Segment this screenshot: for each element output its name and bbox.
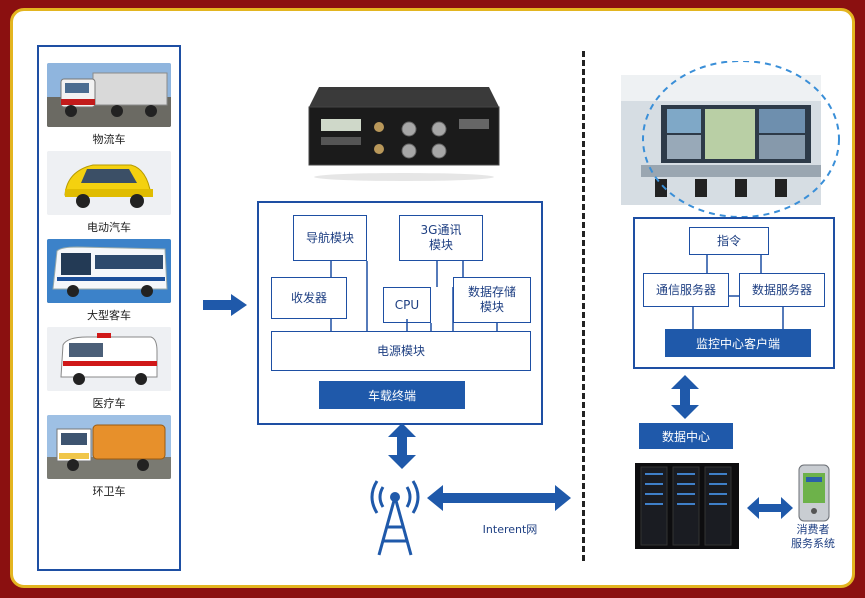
right-arrow-icon: [203, 294, 247, 316]
consumer-service-label: 消费者 服务系统: [773, 523, 852, 551]
double-arrow-horizontal-icon: [427, 485, 571, 511]
sanitation-truck-photo: [47, 415, 171, 479]
vehicle-panel: 物流车 电动汽车: [37, 45, 181, 571]
consumer-label-line1: 消费者: [796, 523, 830, 536]
vehicle-terminal-title: 车载终端: [319, 381, 465, 409]
vehicle-label-medical: 医疗车: [92, 397, 126, 410]
double-arrow-vertical-icon-2: [671, 375, 699, 419]
smartphone-icon: [798, 464, 830, 522]
double-arrow-vertical-icon: [388, 423, 416, 469]
data-center-label: 数据中心: [639, 423, 733, 449]
electric-car-photo: [47, 151, 171, 215]
power-module: 电源模块: [271, 331, 531, 371]
vehicle-label-bus: 大型客车: [87, 309, 131, 322]
vehicle-terminal-device: [299, 67, 509, 185]
vehicle-label-logistics: 物流车: [92, 133, 126, 146]
diagram-canvas: 物流车 电动汽车: [10, 8, 855, 588]
server-rack-photo: [635, 463, 739, 549]
coach-bus-photo: [47, 239, 171, 303]
command-module: 指令: [689, 227, 769, 255]
data-storage-module: 数据存储 模块: [453, 277, 531, 323]
vehicle-label-sanitation: 环卫车: [92, 485, 126, 498]
transceiver-module: 收发器: [271, 277, 347, 319]
internet-label: Interent网: [482, 523, 538, 536]
monitor-connectors: [692, 255, 784, 329]
cpu-module: CPU: [383, 287, 431, 323]
terminal-connectors: [330, 261, 498, 331]
data-server: 数据服务器: [739, 273, 825, 307]
3g-comm-module: 3G通讯 模块: [399, 215, 483, 261]
ambulance-photo: [47, 327, 171, 391]
antenna-tower-icon: [370, 480, 420, 556]
double-arrow-horizontal-icon-2: [747, 497, 793, 519]
monitoring-client-title: 监控中心客户端: [665, 329, 811, 357]
vehicle-label-ev: 电动汽车: [87, 221, 131, 234]
comm-server: 通信服务器: [643, 273, 729, 307]
navigation-module: 导航模块: [293, 215, 367, 261]
logistics-truck-photo: [47, 63, 171, 127]
monitoring-center-photo: [621, 60, 841, 218]
section-divider: [582, 51, 585, 561]
consumer-label-line2: 服务系统: [791, 537, 835, 550]
